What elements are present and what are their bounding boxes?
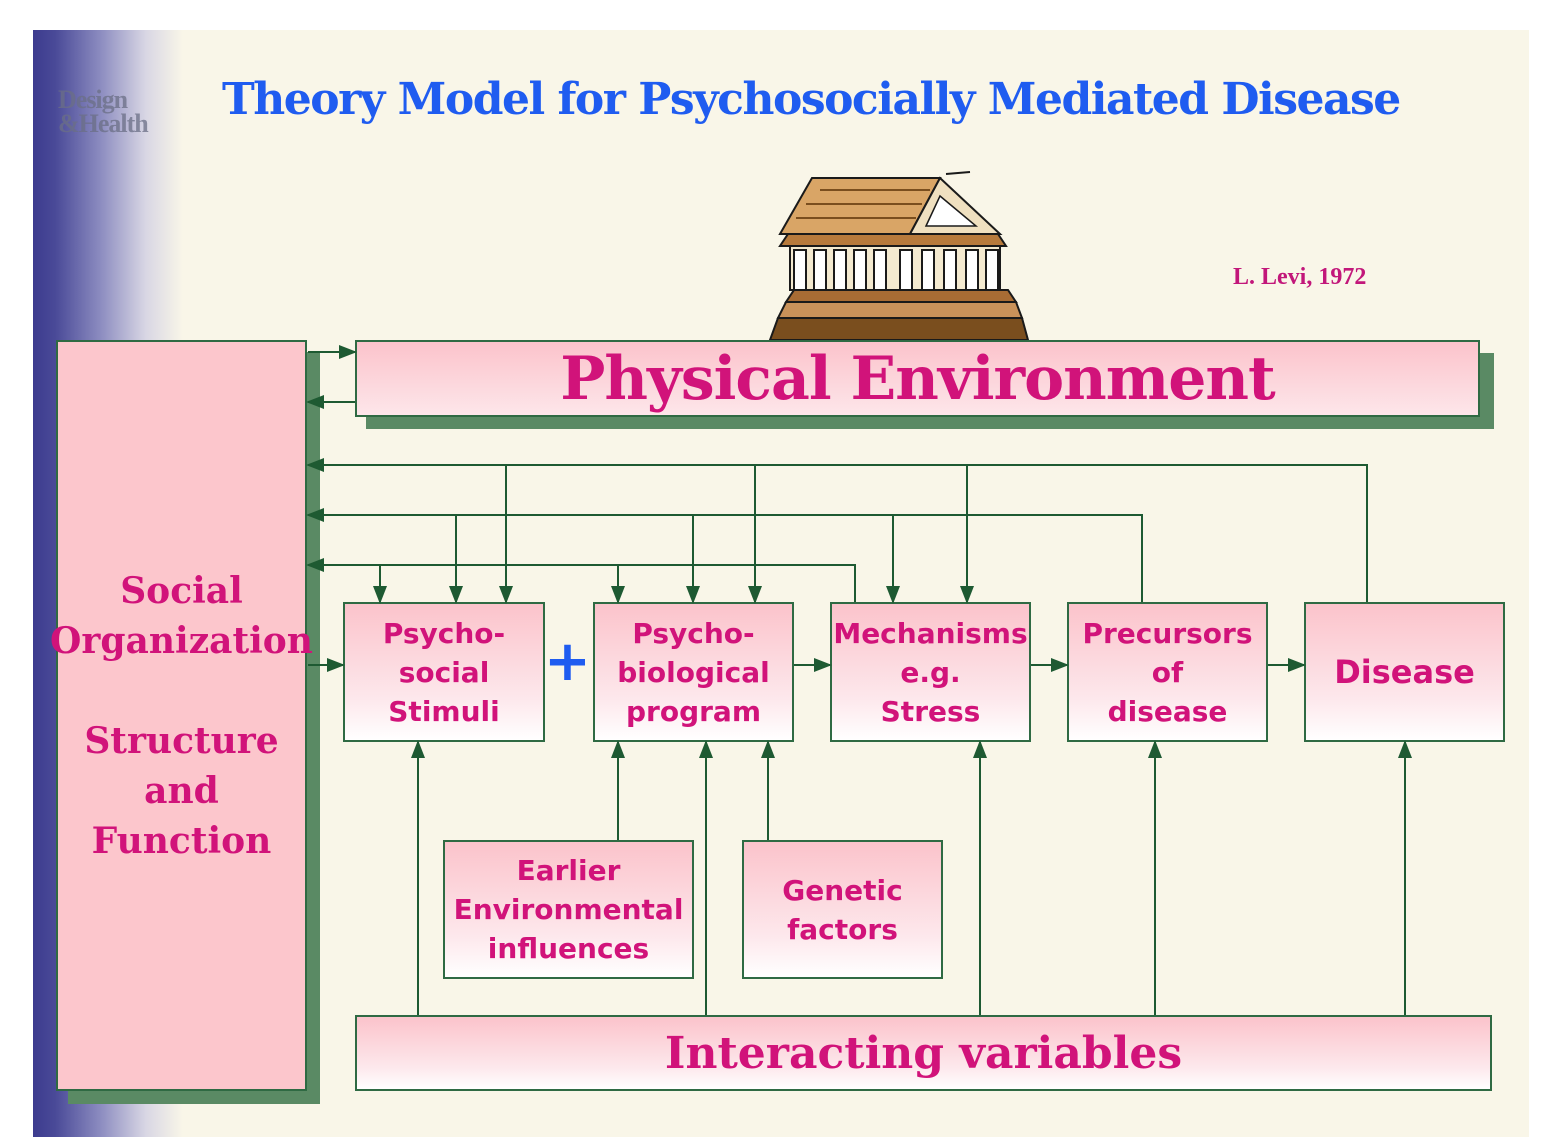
physical-environment-box: Physical Environment xyxy=(355,340,1480,417)
genetic-factors-label: Genetic factors xyxy=(782,873,903,946)
psychobiological-program-label: Psycho- biological program xyxy=(617,616,770,728)
feedback-disease-to-social xyxy=(306,458,1368,602)
feedback-mechanisms-to-social xyxy=(306,558,856,602)
disease-label: Disease xyxy=(1334,652,1475,691)
physical-environment-label: Physical Environment xyxy=(560,343,1276,414)
psychosocial-stimuli-box: Psycho- social Stimuli xyxy=(343,602,545,742)
logo-line-1: Design xyxy=(58,85,128,114)
design-health-logo: Design &Health xyxy=(58,85,193,148)
precursors-label: Precursors of disease xyxy=(1082,616,1253,728)
mechanisms-label: Mechanisms e.g. Stress xyxy=(833,616,1028,728)
social-organization-label: Social Organization Structure and Functi… xyxy=(50,569,313,862)
mechanisms-box: Mechanisms e.g. Stress xyxy=(830,602,1031,742)
interacting-variables-box: Interacting variables xyxy=(355,1015,1492,1091)
logo-line-2: &Health xyxy=(58,109,149,138)
disease-box: Disease xyxy=(1304,602,1505,742)
feedback-precursors-to-social xyxy=(306,508,1143,602)
genetic-factors-box: Genetic factors xyxy=(742,840,943,979)
psychobiological-program-box: Psycho- biological program xyxy=(593,602,794,742)
earlier-environmental-box: Earlier Environmental influences xyxy=(443,840,694,979)
plus-sign: + xyxy=(544,629,591,694)
citation: L. Levi, 1972 xyxy=(1233,264,1367,290)
social-organization-box: Social Organization Structure and Functi… xyxy=(50,340,313,1091)
earlier-environmental-label: Earlier Environmental influences xyxy=(453,854,684,965)
greek-temple-icon xyxy=(768,171,1030,340)
interacting-variables-label: Interacting variables xyxy=(664,1027,1183,1079)
slide-title: Theory Model for Psychosocially Mediated… xyxy=(222,74,1401,125)
psychosocial-stimuli-label: Psycho- social Stimuli xyxy=(382,616,506,728)
precursors-box: Precursors of disease xyxy=(1067,602,1268,742)
